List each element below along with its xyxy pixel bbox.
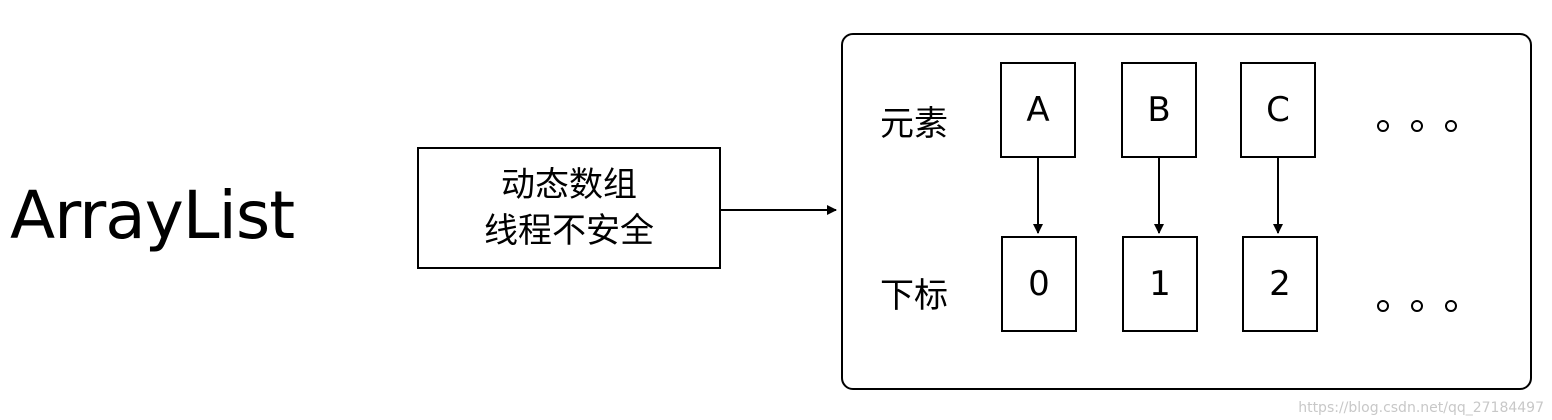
description-box: 动态数组 线程不安全 (417, 147, 721, 269)
index-cell-0: 0 (1001, 236, 1077, 332)
index-ellipsis (1377, 300, 1457, 312)
element-cell-a: A (1000, 62, 1076, 158)
index-cell-1: 1 (1122, 236, 1198, 332)
element-cell-c: C (1240, 62, 1316, 158)
element-cell-b: B (1121, 62, 1197, 158)
diagram-title: ArrayList (10, 177, 295, 254)
element-row-label: 元素 (880, 104, 948, 144)
index-row-label: 下标 (880, 276, 948, 316)
description-line-1: 动态数组 (501, 165, 637, 205)
array-structure-container (841, 33, 1532, 390)
watermark: https://blog.csdn.net/qq_27184497 (1298, 400, 1544, 416)
index-cell-2: 2 (1242, 236, 1318, 332)
element-ellipsis (1377, 120, 1457, 132)
description-line-2: 线程不安全 (484, 211, 654, 251)
